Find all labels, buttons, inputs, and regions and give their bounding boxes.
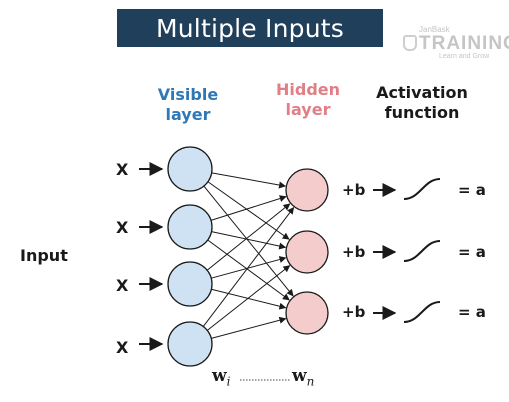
connection-2-2 [211, 231, 287, 250]
visible-node-2 [167, 204, 213, 250]
input-x-3: X [116, 276, 129, 295]
bias-3: +b [342, 303, 366, 321]
weight-last-subscript: n [306, 374, 315, 389]
weight-last-label: wn [292, 366, 314, 388]
visible-node-4 [167, 321, 213, 367]
logo-icon [403, 35, 417, 51]
hidden-layer-heading-line2: layer [285, 100, 331, 119]
activation-curve-icon-3 [403, 301, 441, 323]
input-label: Input [20, 246, 68, 265]
hidden-layer-heading: Hidden layer [263, 80, 353, 120]
connection-1-1 [211, 172, 287, 189]
weight-first-symbol: w [212, 366, 227, 386]
brand-logo: JanBask TRAINING Learn and Grow [403, 25, 509, 65]
hidden-layer-heading-line1: Hidden [275, 80, 341, 99]
logo-small-text: JanBask [419, 25, 450, 34]
hidden-node-1 [285, 168, 329, 212]
activation-curve-icon-1 [403, 178, 441, 200]
weight-last-symbol: w [292, 366, 307, 386]
nodes [167, 146, 329, 367]
weight-first-label: wi [212, 366, 230, 388]
visible-node-3 [167, 261, 213, 307]
input-x-4: X [116, 338, 129, 357]
connection-1-2 [207, 181, 290, 240]
visible-layer-heading-line1: Visible [157, 85, 219, 104]
connection-lines [202, 172, 295, 339]
connection-1-3 [203, 185, 294, 297]
connection-3-1 [206, 203, 291, 271]
activation-row [373, 178, 441, 323]
logo-main-text: TRAINING [419, 33, 509, 54]
output-1: = a [458, 181, 486, 199]
visible-layer-heading: Visible layer [147, 85, 229, 125]
visible-node-1 [167, 146, 213, 192]
hidden-node-2 [285, 230, 329, 274]
visible-layer-heading-line2: layer [165, 105, 211, 124]
activation-heading-line2: function [384, 103, 460, 122]
logo-tagline: Learn and Grow [439, 53, 490, 60]
connection-4-3 [211, 316, 287, 339]
activation-heading-line1: Activation [376, 83, 468, 102]
input-x-1: X [116, 160, 129, 179]
activation-function-heading: Activation function [363, 83, 481, 123]
hidden-node-3 [285, 291, 329, 335]
output-3: = a [458, 303, 486, 321]
bias-2: +b [342, 243, 366, 261]
connection-2-3 [207, 239, 290, 301]
connection-4-1 [202, 206, 295, 327]
output-2: = a [458, 243, 486, 261]
connection-3-2 [211, 256, 287, 279]
input-x-2: X [116, 218, 129, 237]
input-arrows [139, 162, 164, 351]
bias-1: +b [342, 181, 366, 199]
activation-curve-icon-2 [403, 240, 441, 262]
weight-first-subscript: i [226, 374, 231, 389]
connection-2-1 [210, 195, 287, 221]
diagram-title: Multiple Inputs [117, 9, 383, 47]
connection-4-2 [206, 265, 291, 331]
